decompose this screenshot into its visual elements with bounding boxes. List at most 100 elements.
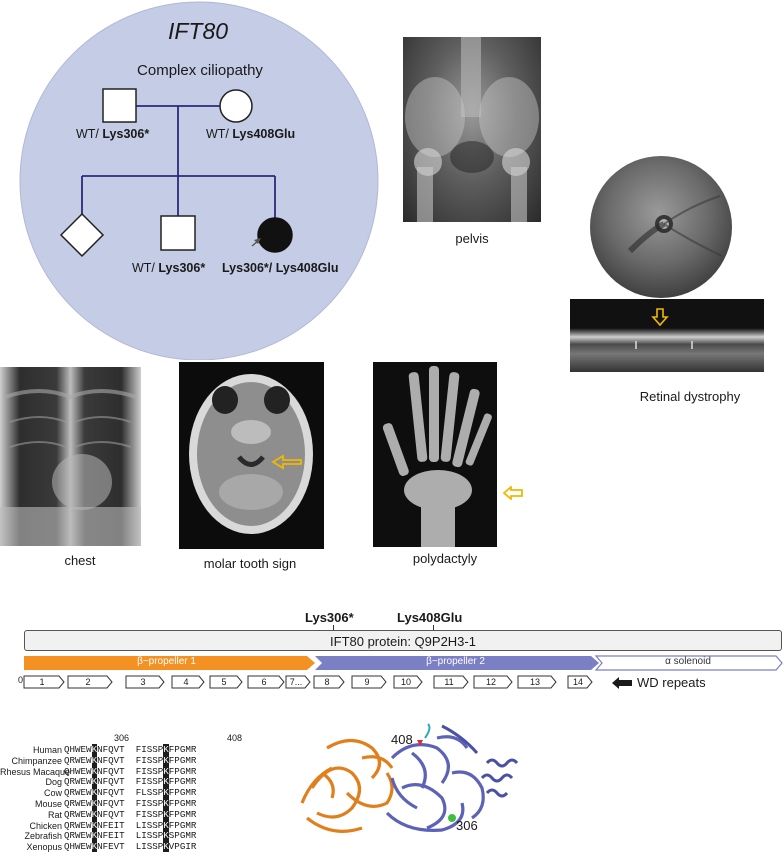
alignment-segment: FPGMR <box>168 819 197 831</box>
domain-track <box>24 655 783 671</box>
mother-genotype-prefix: WT/ <box>206 127 233 141</box>
wd-repeat-label: 14 <box>572 677 583 687</box>
structure-marker-408 <box>417 740 423 746</box>
wd-repeat-label: 3 <box>140 677 146 687</box>
retina-caption: Retinal dystrophy <box>639 389 741 404</box>
wd-repeat-box <box>67 675 113 689</box>
alignment-segment: FPGMR <box>168 787 197 799</box>
wd-repeat-box <box>247 675 285 689</box>
pelvis-xray <box>403 37 541 222</box>
wd-repeat-label: 5 <box>221 677 227 687</box>
wd-repeat-track <box>23 675 593 689</box>
alignment-species: Zebrafish <box>24 831 62 842</box>
alignment-segment: QRWEW <box>64 776 92 788</box>
wd-repeat-box <box>125 675 165 689</box>
alignment-segment: QHWEW <box>64 841 92 853</box>
alignment-sequence: QRWEWKNFQVT FISSPKFPGMR <box>64 776 196 788</box>
alignment-residue-408: K <box>163 808 169 820</box>
mutation-label-408: Lys408Glu <box>397 610 463 625</box>
alignment-segment: QHWEW <box>64 744 92 755</box>
structure-residue-408 <box>424 723 431 739</box>
protein-structure <box>300 723 519 833</box>
alignment-residue-306: K <box>91 808 98 820</box>
wd-repeat-box <box>517 675 557 689</box>
brother-square <box>160 215 196 251</box>
wd-repeat-label: 8 <box>324 677 330 687</box>
alignment-species: Rat <box>47 809 62 820</box>
alignment-species: Cow <box>43 788 62 799</box>
pelvis-caption: pelvis <box>455 231 489 246</box>
mother-genotype: WT/ Lys408Glu <box>206 127 295 141</box>
alignment-residue-408: K <box>163 765 169 777</box>
alignment-segment: QRWEW <box>64 830 92 842</box>
alignment-residue-408: K <box>163 754 169 766</box>
pedigree-background <box>19 1 379 360</box>
chest-xray <box>0 367 141 546</box>
alignment-segment: LISSP <box>135 819 164 831</box>
alignment-segment: FISSP <box>135 797 164 809</box>
brother-genotype-mutation: Lys306* <box>158 261 206 275</box>
wd-repeats-label: WD repeats <box>637 675 706 690</box>
alignment-species: Chimpanzee <box>11 755 62 766</box>
wd-repeat-label: 1 <box>39 677 45 687</box>
oct-scan <box>570 299 764 372</box>
alignment-pos-306: 306 <box>114 733 130 743</box>
alignment-segment: QRWEW <box>64 819 92 831</box>
pelvis-xray-image <box>405 37 539 222</box>
alignment-sequence: QRWEWKNFQVT FLSSPKFPGMR <box>64 787 197 799</box>
wd-repeat-box <box>313 675 345 689</box>
alignment-segment: NFEVT <box>97 841 136 853</box>
wd-repeat-box <box>473 675 513 689</box>
alignment-residue-408: K <box>163 776 169 788</box>
alignment-residue-306: K <box>91 776 98 788</box>
pedigree-diagram <box>19 1 379 360</box>
alignment-segment: QHWEW <box>64 765 92 777</box>
sibling-diamond <box>59 212 105 258</box>
alignment-pos-408: 408 <box>227 733 243 743</box>
hand-xray-image <box>382 366 492 547</box>
alignment-residue-408: K <box>163 841 169 853</box>
alignment-residue-306: K <box>91 765 98 777</box>
alignment-residue-306: K <box>91 830 98 842</box>
wd-repeat-box <box>171 675 205 689</box>
alignment-residue-306: K <box>91 787 98 799</box>
structure-label-306: 306 <box>456 818 478 833</box>
mother-genotype-mutation: Lys408Glu <box>232 127 296 141</box>
father-square <box>102 88 137 123</box>
alignment-species: Chicken <box>29 820 62 831</box>
wd-repeat-label: 4 <box>183 677 189 687</box>
mother-circle <box>219 89 253 123</box>
alignment-sequence: QRWEWKNFQVT FISSPKFPGMR <box>64 797 196 810</box>
polydactyly-arrow <box>502 486 523 500</box>
alignment-segment: FPGMR <box>168 808 197 820</box>
alignment-segment: QRWEW <box>64 797 92 809</box>
brother-genotype: WT/ Lys306* <box>132 261 205 275</box>
domain-solenoid-shape <box>594 655 783 671</box>
alignment-segment: FISSP <box>135 765 164 777</box>
alignment-segment: FISSP <box>135 776 164 788</box>
alignment-sequence: QHWEWKNFQVT FISSPKFPGMR <box>64 744 196 756</box>
molar-tooth-mri-image <box>189 374 313 534</box>
protein-bar: IFT80 protein: Q9P2H3-1 <box>24 630 782 651</box>
alignment-segment: FISSP <box>135 754 164 766</box>
wd-repeat-label: 13 <box>529 677 540 687</box>
alignment-segment: NFEIT <box>97 830 136 842</box>
alignment-sequence: QHWEWKNFQVT FISSPKFPGMR <box>64 765 197 778</box>
alignment-segment: NFQVT <box>97 754 136 766</box>
pedigree-title: IFT80 <box>167 18 229 44</box>
wd-repeat-box <box>285 675 311 689</box>
alignment-sequence: QRWEWKNFEIT LISSPKFPGMR <box>64 819 197 832</box>
alignment-segment: QRWEW <box>64 754 92 766</box>
alignment-segment: NFQVT <box>97 808 136 820</box>
wd-repeat-label: 10 <box>400 677 411 687</box>
polydactyly-caption: polydactyly <box>412 551 478 566</box>
chest-xray-image <box>0 389 141 546</box>
alignment-segment: SPGMR <box>168 830 197 842</box>
alignment-segment: FPGMR <box>168 765 197 777</box>
